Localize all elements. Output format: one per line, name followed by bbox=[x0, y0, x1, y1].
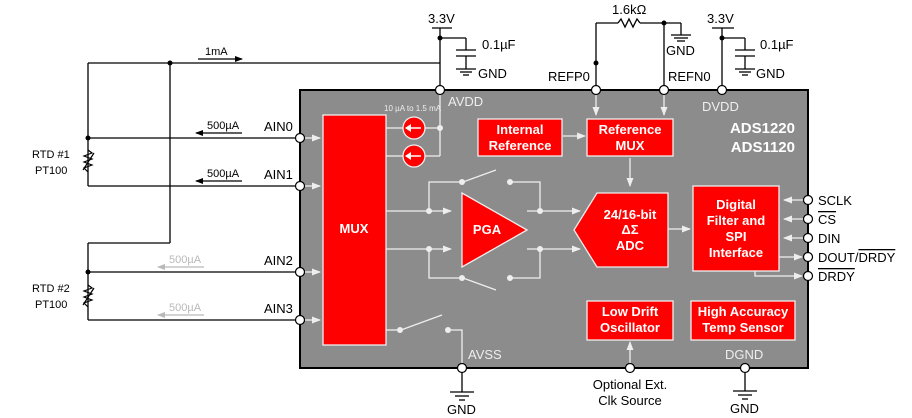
refn0-label: REFN0 bbox=[668, 69, 711, 84]
oscillator-label-1: Low Drift bbox=[602, 304, 659, 319]
digital-filter-label-4: Interface bbox=[709, 245, 763, 260]
ain3-label: AIN3 bbox=[264, 301, 293, 316]
excitation-current-label: 1mA bbox=[205, 46, 228, 58]
avss-label: AVSS bbox=[468, 347, 502, 362]
pins bbox=[294, 84, 814, 374]
internal-nodes bbox=[397, 125, 543, 333]
internal-reference-label-1: Internal bbox=[497, 122, 544, 137]
adc-block bbox=[573, 192, 669, 268]
rtd2-resistor-icon bbox=[82, 284, 95, 308]
mux-block bbox=[322, 114, 387, 346]
refp0-label: REFP0 bbox=[548, 69, 590, 84]
junction-dots bbox=[85, 20, 725, 275]
rtd2-label-2: PT100 bbox=[35, 299, 67, 311]
temp-sensor-block bbox=[690, 300, 796, 341]
pin-dvdd bbox=[716, 84, 728, 96]
digital-filter-spi-block bbox=[692, 185, 780, 272]
pin-avss bbox=[456, 362, 468, 374]
ain2-current-label: 500µA bbox=[169, 254, 202, 266]
mux-label: MUX bbox=[340, 221, 369, 236]
pin-drdy bbox=[802, 270, 814, 282]
drdy-label: DRDY bbox=[818, 269, 855, 284]
dvdd-gnd-label: GND bbox=[756, 66, 785, 81]
digital-filter-label-2: Filter and bbox=[707, 213, 766, 228]
ref-gnd-label: GND bbox=[666, 43, 695, 58]
avss-gnd-label: GND bbox=[447, 402, 476, 417]
oscillator-label-2: Oscillator bbox=[600, 320, 660, 335]
adc-label-3: ADC bbox=[616, 238, 645, 253]
pin-dout bbox=[802, 251, 814, 263]
pin-ain2 bbox=[294, 266, 306, 278]
ref-resistor-label: 1.6kΩ bbox=[612, 2, 647, 17]
oscillator-block bbox=[586, 300, 674, 341]
pin-ain3 bbox=[294, 314, 306, 326]
internal-wiring bbox=[304, 90, 804, 368]
temp-sensor-label-2: Temp Sensor bbox=[702, 320, 783, 335]
ain0-current-label: 500µA bbox=[207, 120, 240, 132]
rtd1-label-2: PT100 bbox=[35, 165, 67, 177]
pin-cs bbox=[802, 213, 814, 225]
ain2-label: AIN2 bbox=[264, 253, 293, 268]
pin-ain1 bbox=[294, 180, 306, 192]
pin-clk bbox=[624, 362, 636, 374]
avdd-gnd-label: GND bbox=[478, 66, 507, 81]
sclk-label: SCLK bbox=[818, 193, 852, 208]
pin-avdd bbox=[434, 84, 446, 96]
digital-filter-label-3: SPI bbox=[726, 229, 747, 244]
internal-reference-block bbox=[477, 118, 563, 157]
rtd1-label-1: RTD #1 bbox=[32, 149, 70, 161]
pin-ain0 bbox=[294, 132, 306, 144]
pin-din bbox=[802, 232, 814, 244]
idac-range-label: 10 µA to 1.5 mA bbox=[384, 104, 442, 113]
rtd2-label-1: RTD #2 bbox=[32, 283, 70, 295]
avdd-supply-label: 3.3V bbox=[428, 11, 455, 26]
rtd1-resistor-icon bbox=[82, 149, 95, 173]
avdd-cap-label: 0.1µF bbox=[482, 37, 516, 52]
reference-mux-label-2: MUX bbox=[616, 138, 645, 153]
reference-mux-block bbox=[586, 118, 674, 157]
din-label: DIN bbox=[818, 231, 840, 246]
dvdd-cap-label: 0.1µF bbox=[760, 37, 794, 52]
pga-label: PGA bbox=[473, 222, 502, 237]
dvdd-supply-label: 3.3V bbox=[707, 11, 734, 26]
dout-drdy-label: DOUT/DRDY bbox=[818, 250, 896, 265]
pin-refn0 bbox=[658, 84, 670, 96]
reference-mux-label-1: Reference bbox=[599, 122, 662, 137]
ain0-label: AIN0 bbox=[264, 119, 293, 134]
ain3-current-label: 500µA bbox=[169, 302, 202, 314]
dgnd-label: DGND bbox=[725, 347, 763, 362]
ain1-label: AIN1 bbox=[264, 167, 293, 182]
pin-refp0 bbox=[590, 84, 602, 96]
pga-block bbox=[461, 191, 529, 269]
internal-reference-label-2: Reference bbox=[489, 138, 552, 153]
digital-filter-label-1: Digital bbox=[716, 197, 756, 212]
dgnd-gnd-label: GND bbox=[730, 401, 759, 416]
dvdd-label: DVDD bbox=[702, 99, 739, 114]
clk-source-label-2: Clk Source bbox=[598, 393, 662, 408]
ain1-current-label: 500µA bbox=[207, 168, 240, 180]
temp-sensor-label-1: High Accuracy bbox=[698, 304, 789, 319]
adc-label-2: ΔΣ bbox=[621, 222, 638, 237]
pin-sclk bbox=[802, 194, 814, 206]
chip-name-1: ADS1220 bbox=[730, 120, 795, 137]
clk-source-label-1: Optional Ext. bbox=[593, 377, 667, 392]
pin-dgnd bbox=[739, 362, 751, 374]
avdd-label: AVDD bbox=[448, 94, 483, 109]
chip-name-2: ADS1120 bbox=[731, 139, 795, 156]
adc-label-1: 24/16-bit bbox=[604, 207, 657, 222]
cs-label: CS bbox=[818, 212, 836, 227]
